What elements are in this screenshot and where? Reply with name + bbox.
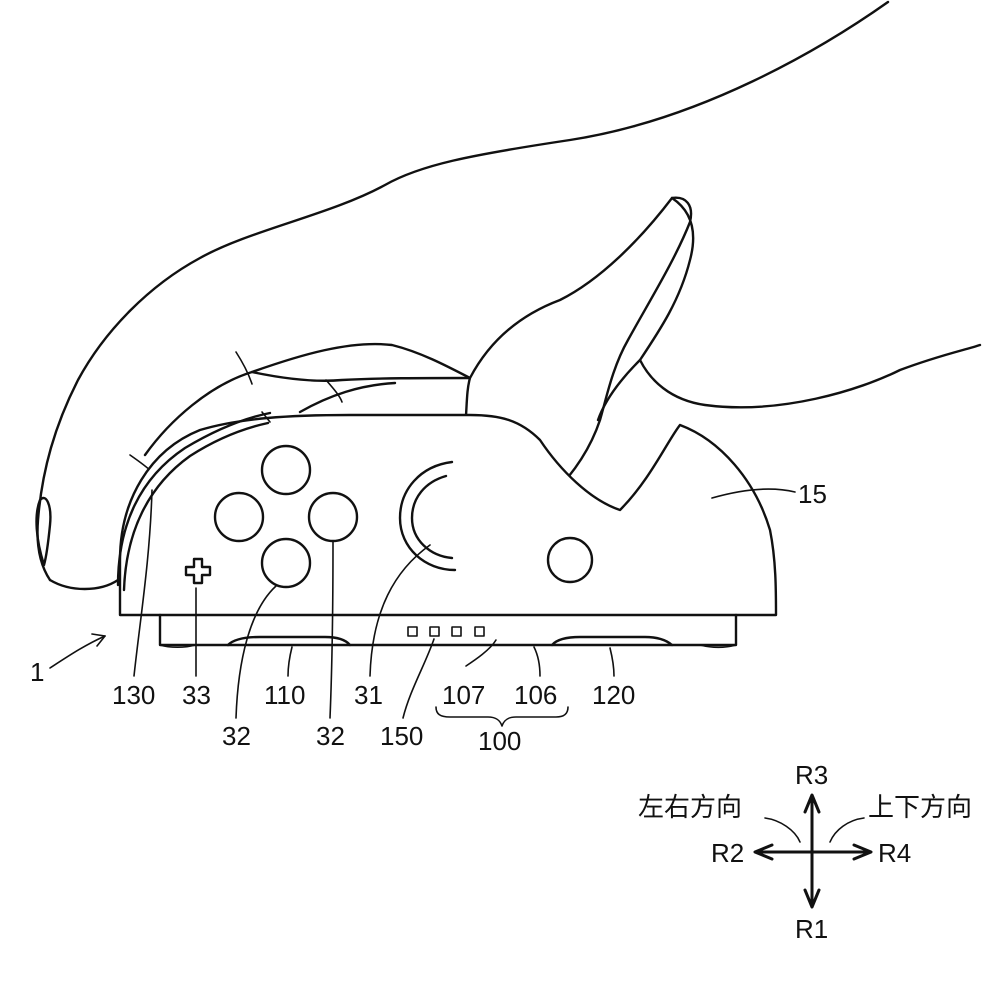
small-button xyxy=(546,536,594,584)
label-150: 150 xyxy=(380,721,423,751)
led-indicator-3 xyxy=(451,626,462,637)
label-33: 33 xyxy=(182,680,211,710)
face-button-bottom xyxy=(260,537,312,589)
leader-32a xyxy=(235,585,277,719)
direction-label-up: R3 xyxy=(795,760,828,790)
direction-indicator: R3 R1 R2 R4 左右方向 上下方向 xyxy=(638,760,972,944)
brace-100 xyxy=(435,706,569,727)
face-button-left xyxy=(213,491,265,543)
controller-housing xyxy=(118,413,778,617)
leader-vertical-axis xyxy=(829,817,865,843)
side-rail xyxy=(116,411,272,587)
label-130: 130 xyxy=(112,680,155,710)
index-finger-edge xyxy=(48,578,120,591)
arrow-right-icon xyxy=(852,843,873,861)
led-indicator-1 xyxy=(407,626,418,637)
base-foot-left xyxy=(159,644,196,649)
controller xyxy=(116,411,778,649)
led-indicator-2 xyxy=(429,626,440,637)
analog-stick-outer xyxy=(398,460,457,572)
label-107: 107 xyxy=(442,680,485,710)
label-100: 100 xyxy=(478,726,521,756)
leader-106 xyxy=(533,646,541,677)
label-120: 120 xyxy=(592,680,635,710)
direction-label-left: R2 xyxy=(711,838,744,868)
finger-gap-edge xyxy=(250,370,472,382)
label-15: 15 xyxy=(798,479,827,509)
arrow-up-icon xyxy=(803,793,821,814)
label-110: 110 xyxy=(264,680,305,710)
side-rail-inner xyxy=(122,421,270,592)
knuckle-crease-2 xyxy=(325,379,343,403)
label-106: 106 xyxy=(514,680,557,710)
arrow-down-icon xyxy=(803,888,821,909)
fingers-back-edge xyxy=(143,342,472,457)
face-button-right xyxy=(307,491,359,543)
finger-fold-edge xyxy=(298,381,397,414)
leader-15 xyxy=(711,488,796,499)
face-button-top xyxy=(260,444,312,496)
direction-label-right: R4 xyxy=(878,838,911,868)
horizontal-axis-label: 左右方向 xyxy=(638,792,742,822)
leader-1-arrowhead xyxy=(91,633,106,647)
reference-numerals: 15 1 130 33 110 31 107 106 120 32 32 150… xyxy=(30,479,827,756)
label-1: 1 xyxy=(30,657,44,687)
knuckle-crease-1 xyxy=(235,351,253,385)
index-fingernail xyxy=(35,496,52,567)
vertical-axis-label: 上下方向 xyxy=(868,792,972,822)
base-foot-right xyxy=(699,644,737,649)
label-31: 31 xyxy=(354,680,383,710)
leader-lines xyxy=(49,488,796,727)
base-plate xyxy=(158,613,738,647)
leader-horizontal-axis xyxy=(764,817,801,843)
forearm-upper-edge xyxy=(36,0,890,582)
palm-edge xyxy=(638,196,982,409)
led-indicator-4 xyxy=(474,626,485,637)
leader-120 xyxy=(609,647,615,677)
leader-150 xyxy=(402,638,435,719)
cross-key-icon xyxy=(184,557,212,585)
leader-32b xyxy=(329,541,334,719)
analog-stick-inner xyxy=(410,474,454,560)
palm-inner-edge xyxy=(596,358,642,422)
arrow-left-icon xyxy=(753,843,774,861)
leader-107 xyxy=(465,639,497,667)
leader-1 xyxy=(49,635,106,669)
groove-110 xyxy=(226,635,352,647)
direction-label-down: R1 xyxy=(795,914,828,944)
leader-130 xyxy=(133,489,153,677)
groove-120 xyxy=(550,635,674,647)
label-32-left: 32 xyxy=(222,721,251,751)
leader-31 xyxy=(369,544,431,677)
rail-tick xyxy=(261,411,271,423)
label-32-right: 32 xyxy=(316,721,345,751)
leader-110 xyxy=(287,646,293,677)
